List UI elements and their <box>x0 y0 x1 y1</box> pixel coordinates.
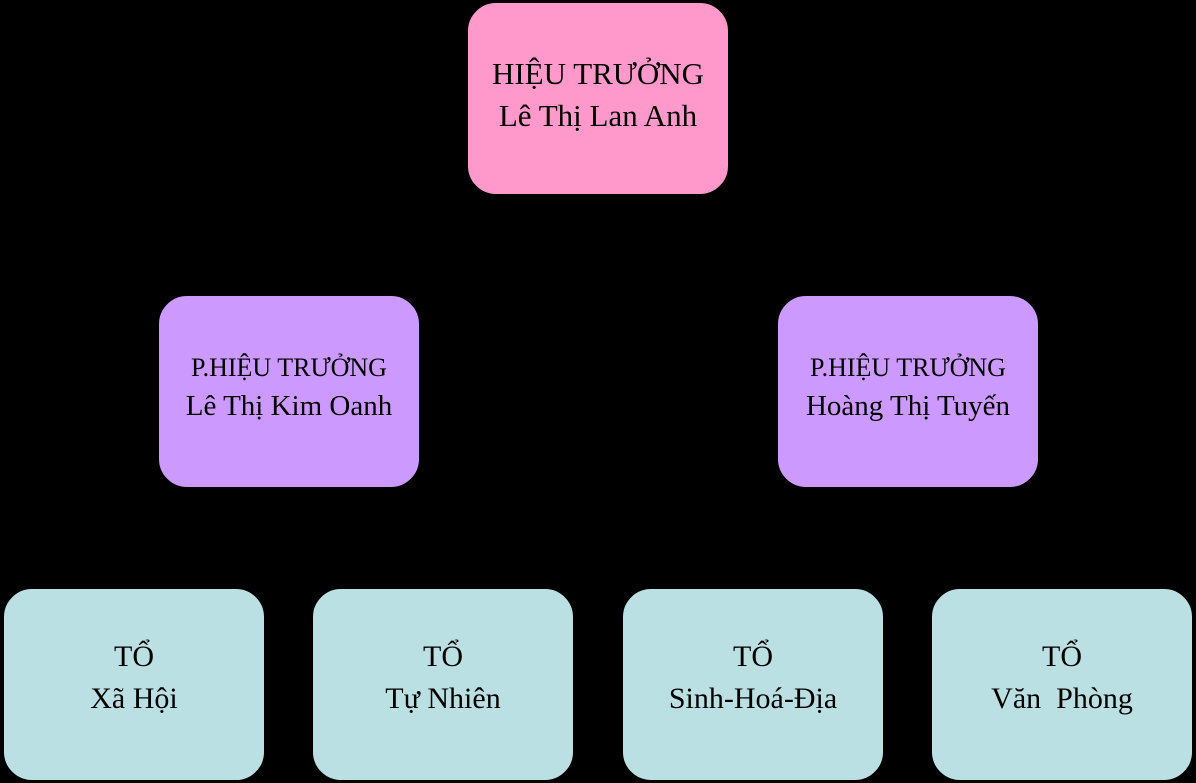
group-name: Xã Hội <box>90 681 178 715</box>
principal-role: HIỆU TRƯỞNG <box>491 55 705 91</box>
vice-principal-name: Lê Thị Kim Oanh <box>185 389 393 422</box>
vice-principal-box-1: P.HIỆU TRƯỞNG Lê Thị Kim Oanh <box>157 294 421 489</box>
group-label: TỔ <box>733 639 773 673</box>
group-label: TỔ <box>423 639 463 673</box>
group-name: Tự Nhiên <box>385 681 501 715</box>
principal-name: Lê Thị Lan Anh <box>498 97 698 133</box>
vice-principal-role: P.HIỆU TRƯỞNG <box>191 352 387 382</box>
principal-box: HIỆU TRƯỞNG Lê Thị Lan Anh <box>466 1 730 196</box>
group-box-sinh-hoa-dia: TỔ Sinh-Hoá-Địa <box>621 587 885 782</box>
group-label: TỔ <box>1042 639 1082 673</box>
vice-principal-role: P.HIỆU TRƯỞNG <box>810 352 1006 382</box>
vice-principal-box-2: P.HIỆU TRƯỞNG Hoàng Thị Tuyến <box>776 294 1040 489</box>
vice-principal-name: Hoàng Thị Tuyến <box>805 389 1011 422</box>
group-label: TỔ <box>114 639 154 673</box>
group-name: Sinh-Hoá-Địa <box>668 681 838 715</box>
group-name: Văn Phòng <box>991 681 1133 715</box>
group-box-van-phong: TỔ Văn Phòng <box>930 587 1194 782</box>
group-box-xa-hoi: TỔ Xã Hội <box>2 587 266 782</box>
group-box-tu-nhien: TỔ Tự Nhiên <box>311 587 575 782</box>
